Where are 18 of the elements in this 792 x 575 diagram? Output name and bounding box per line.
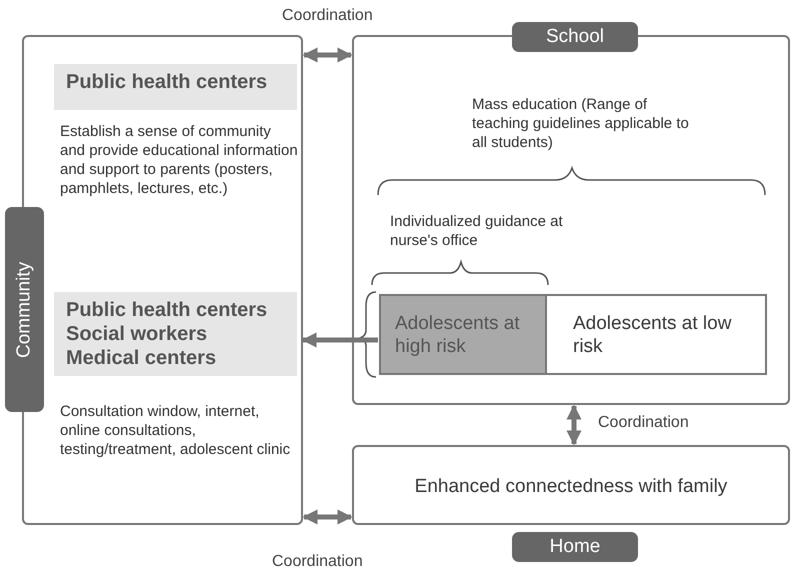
section-tab: School	[512, 22, 638, 52]
description-text: Establish a sense of community and provide educational information and support to parents (posters, pamphlets, lectures, etc.)	[60, 122, 299, 199]
risk-group-box	[545, 294, 767, 375]
section-tab: Home	[512, 532, 638, 562]
double-arrow	[302, 48, 352, 62]
section-tab: Community	[5, 207, 44, 412]
description-text: Individualized guidance at nurse's office	[390, 212, 564, 251]
group-name: Adolescents at low risk	[572, 312, 732, 358]
risk-group-box	[379, 294, 547, 375]
description-text: Enhanced connectedness with family	[414, 474, 728, 498]
arrow	[302, 332, 378, 348]
double-arrow	[566, 404, 582, 446]
group-name: Adolescents at high risk	[394, 312, 521, 358]
double-arrow	[302, 510, 352, 524]
description-text: Mass education (Range of teaching guidelines applicable to all students)	[472, 95, 690, 153]
section-heading: Public health centers	[54, 64, 297, 110]
section-heading: Public health centers Social workers Medical centers	[54, 292, 297, 376]
description-text: Consultation window, internet, online consultations, testing/treatment, adolescent clinic	[60, 402, 292, 460]
